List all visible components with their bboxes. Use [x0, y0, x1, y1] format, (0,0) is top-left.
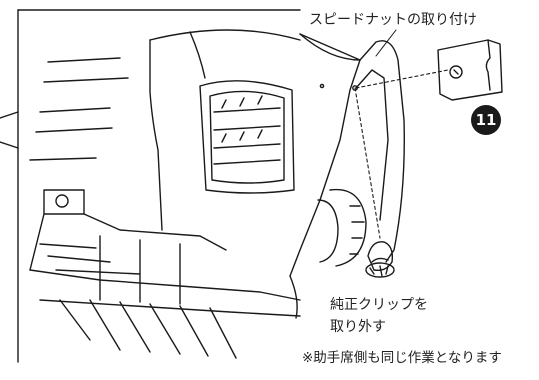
trim-panel [289, 33, 405, 319]
column-post [317, 188, 367, 267]
step-number-badge: 11 [471, 105, 501, 135]
air-vent [199, 80, 295, 194]
clip-label-line2: 取り外す [330, 319, 386, 335]
guide-lines [354, 69, 449, 239]
lower-bracket [29, 189, 301, 359]
leader-line [375, 29, 397, 57]
note-label: ※助手席側も同じ作業となります [302, 350, 502, 366]
speed-nut-icon [437, 39, 503, 101]
push-clip-icon [365, 241, 395, 278]
clip-label-line1: 純正クリップを [330, 297, 428, 313]
title-label: スピードナットの取り付け [309, 12, 477, 28]
body-panel [0, 9, 301, 363]
